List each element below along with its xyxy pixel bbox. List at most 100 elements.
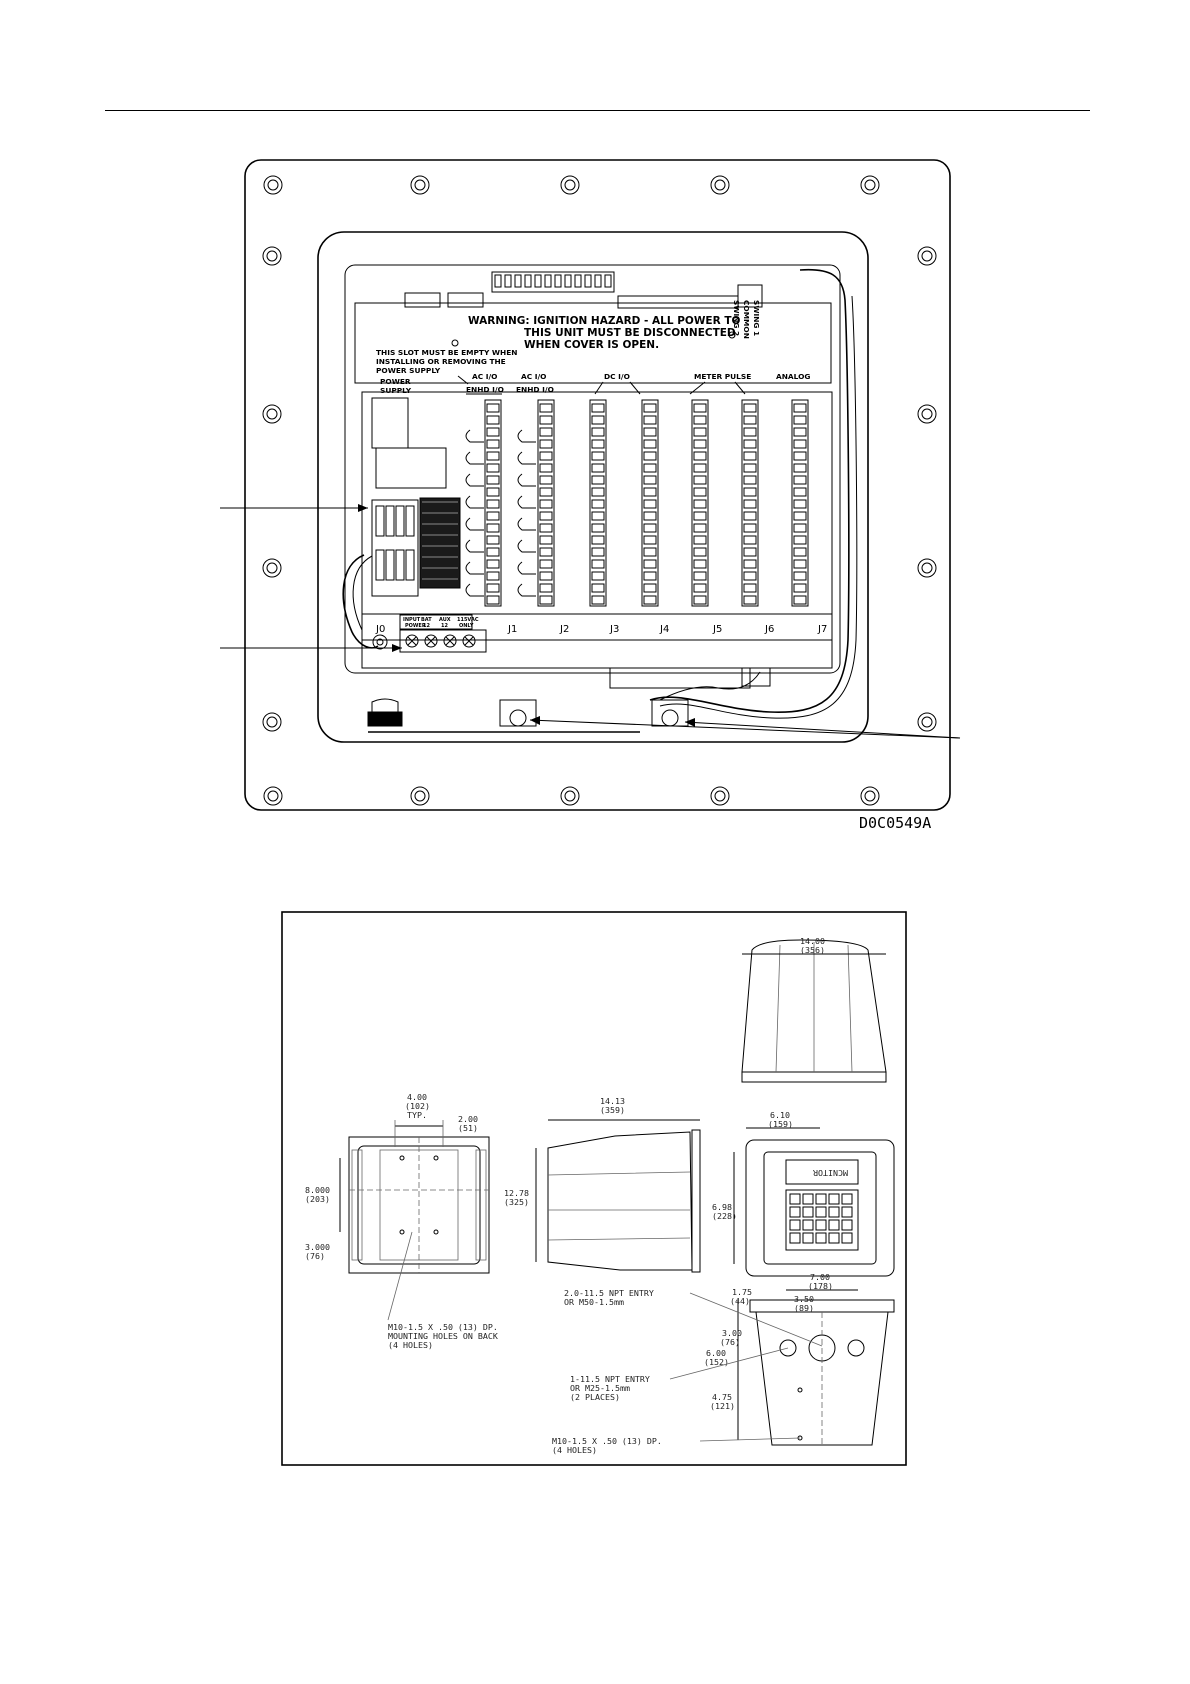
- bolt-icon: [263, 786, 283, 806]
- battery-connector: [741, 667, 771, 687]
- bottom-note-3a: M10-1.5 X .50 (13) DP.: [552, 1436, 662, 1446]
- back-note-2: MOUNTING HOLES ON BACK: [388, 1331, 498, 1341]
- front-dim-left-1: 6.98: [712, 1202, 732, 1212]
- terminal-cell: [486, 403, 500, 413]
- terminal-cell: [486, 427, 500, 437]
- enclosure-opening: [317, 231, 869, 743]
- battery-tray: [609, 667, 751, 689]
- inner-housing: [344, 264, 841, 674]
- keypad-key: [841, 1232, 853, 1244]
- top-strip-teeth: [494, 274, 612, 288]
- terminal-screws: [405, 634, 476, 648]
- swing-label-2: SWING 2: [732, 300, 741, 336]
- terminal-label-top: BAT: [421, 617, 432, 623]
- connector-label-j3: J3: [609, 624, 619, 635]
- slot-note-1: THIS SLOT MUST BE EMPTY WHEN: [376, 348, 517, 357]
- power-heatsink: [419, 497, 461, 589]
- enhd-io-1-label: ENHD I/O: [466, 385, 504, 394]
- warning-line-3: WHEN COVER IS OPEN.: [524, 339, 659, 351]
- panel-screw-1: [451, 339, 459, 347]
- mount-hole-1: [399, 1155, 405, 1161]
- keypad-key: [802, 1219, 814, 1231]
- dimension-drawing: 4.00 (102) TYP. 2.00 (51) 8.000 (203) 3.…: [281, 911, 907, 1466]
- terminal-cell: [591, 463, 605, 473]
- terminal-cell: [591, 427, 605, 437]
- bottom-note-2c: (2 PLACES): [570, 1392, 620, 1402]
- bolt-icon-inner: [564, 179, 576, 191]
- ac-relay: [517, 583, 536, 597]
- back-dim-top-3: TYP.: [407, 1110, 427, 1120]
- psu-coil: [385, 505, 395, 537]
- terminal-block: [399, 629, 487, 653]
- terminal-cell: [486, 439, 500, 449]
- front-view: MCNITOR 6.10 (159) 6.98 (228): [712, 1110, 895, 1277]
- back-dim-right-2: (51): [458, 1123, 478, 1133]
- terminal-cell: [743, 559, 757, 569]
- terminal-column: [589, 399, 607, 607]
- keypad-key: [841, 1206, 853, 1218]
- terminal-cell: [539, 439, 553, 449]
- terminal-cell: [643, 499, 657, 509]
- terminal-label-bottom: ONLY: [459, 623, 474, 629]
- terminal-cell: [643, 415, 657, 425]
- callout-arrowhead-1: [358, 504, 368, 512]
- terminal-cell: [539, 571, 553, 581]
- bolt-icon: [262, 712, 282, 732]
- terminal-cell: [693, 475, 707, 485]
- connector-label-j5: J5: [712, 624, 722, 635]
- enclosure-figure: WARNING: IGNITION HAZARD - ALL POWER TO …: [220, 159, 961, 832]
- terminal-cell: [539, 595, 553, 605]
- bottom-note-3b: (4 HOLES): [552, 1445, 597, 1455]
- keypad-key: [828, 1206, 840, 1218]
- mount-hole-4: [433, 1229, 439, 1235]
- bolt-icon: [860, 175, 880, 195]
- callout-arrowhead-3: [530, 716, 540, 725]
- bolt-icon-inner: [267, 179, 279, 191]
- top-view: 14.00 (356): [741, 936, 887, 1083]
- ac-relay: [465, 517, 484, 531]
- terminal-cell: [793, 547, 807, 557]
- terminal-cell: [539, 463, 553, 473]
- top-view-flange: [741, 1071, 887, 1083]
- right-entry-nut: [661, 709, 679, 727]
- terminal-cell: [793, 463, 807, 473]
- ac-relay: [517, 517, 536, 531]
- swing-label-common: COMMON: [742, 300, 751, 339]
- terminal-cell: [793, 451, 807, 461]
- terminal-label-box: [399, 614, 473, 630]
- terminal-cell: [793, 559, 807, 569]
- top-dim-1: 14.00: [800, 936, 825, 946]
- terminal-label-bottom: POWER: [405, 623, 426, 629]
- terminal-cell: [486, 547, 500, 557]
- connector-label-j0: J0: [375, 624, 385, 635]
- terminal-cell: [486, 511, 500, 521]
- io-card-group: [465, 399, 809, 607]
- side-dim-left-1: 12.78: [504, 1188, 529, 1198]
- terminal-cell: [539, 535, 553, 545]
- terminal-cell: [643, 439, 657, 449]
- front-dim-top-1: 6.10: [770, 1110, 790, 1120]
- bottom-dim-left-3a: 6.00: [706, 1348, 726, 1358]
- bottom-note-1b: OR M50-1.5mm: [564, 1297, 624, 1307]
- strip-tooth: [594, 274, 602, 288]
- top-view-ribs: [775, 942, 853, 1073]
- terminal-cell: [743, 475, 757, 485]
- terminal-cell: [486, 499, 500, 509]
- back-dim-left-1b: (203): [305, 1194, 330, 1204]
- terminal-cell: [643, 451, 657, 461]
- front-view-flange: [745, 1139, 895, 1277]
- terminal-cell: [743, 487, 757, 497]
- meter-pulse-label: METER PULSE: [694, 372, 751, 381]
- terminal-cell: [793, 535, 807, 545]
- terminal-label-top: 115VAC: [457, 617, 479, 623]
- bolt-icon-inner: [266, 250, 278, 262]
- bottom-note-2b: OR M25-1.5mm: [570, 1383, 630, 1393]
- terminal-cell: [486, 463, 500, 473]
- bottom-note-2-leader: [669, 1347, 789, 1380]
- doc-id: D0C0549A: [859, 814, 931, 832]
- terminal-cell: [743, 571, 757, 581]
- bottom-hole-1: [797, 1387, 803, 1393]
- back-note-3: (4 HOLES): [388, 1340, 433, 1350]
- terminal-cell: [539, 583, 553, 593]
